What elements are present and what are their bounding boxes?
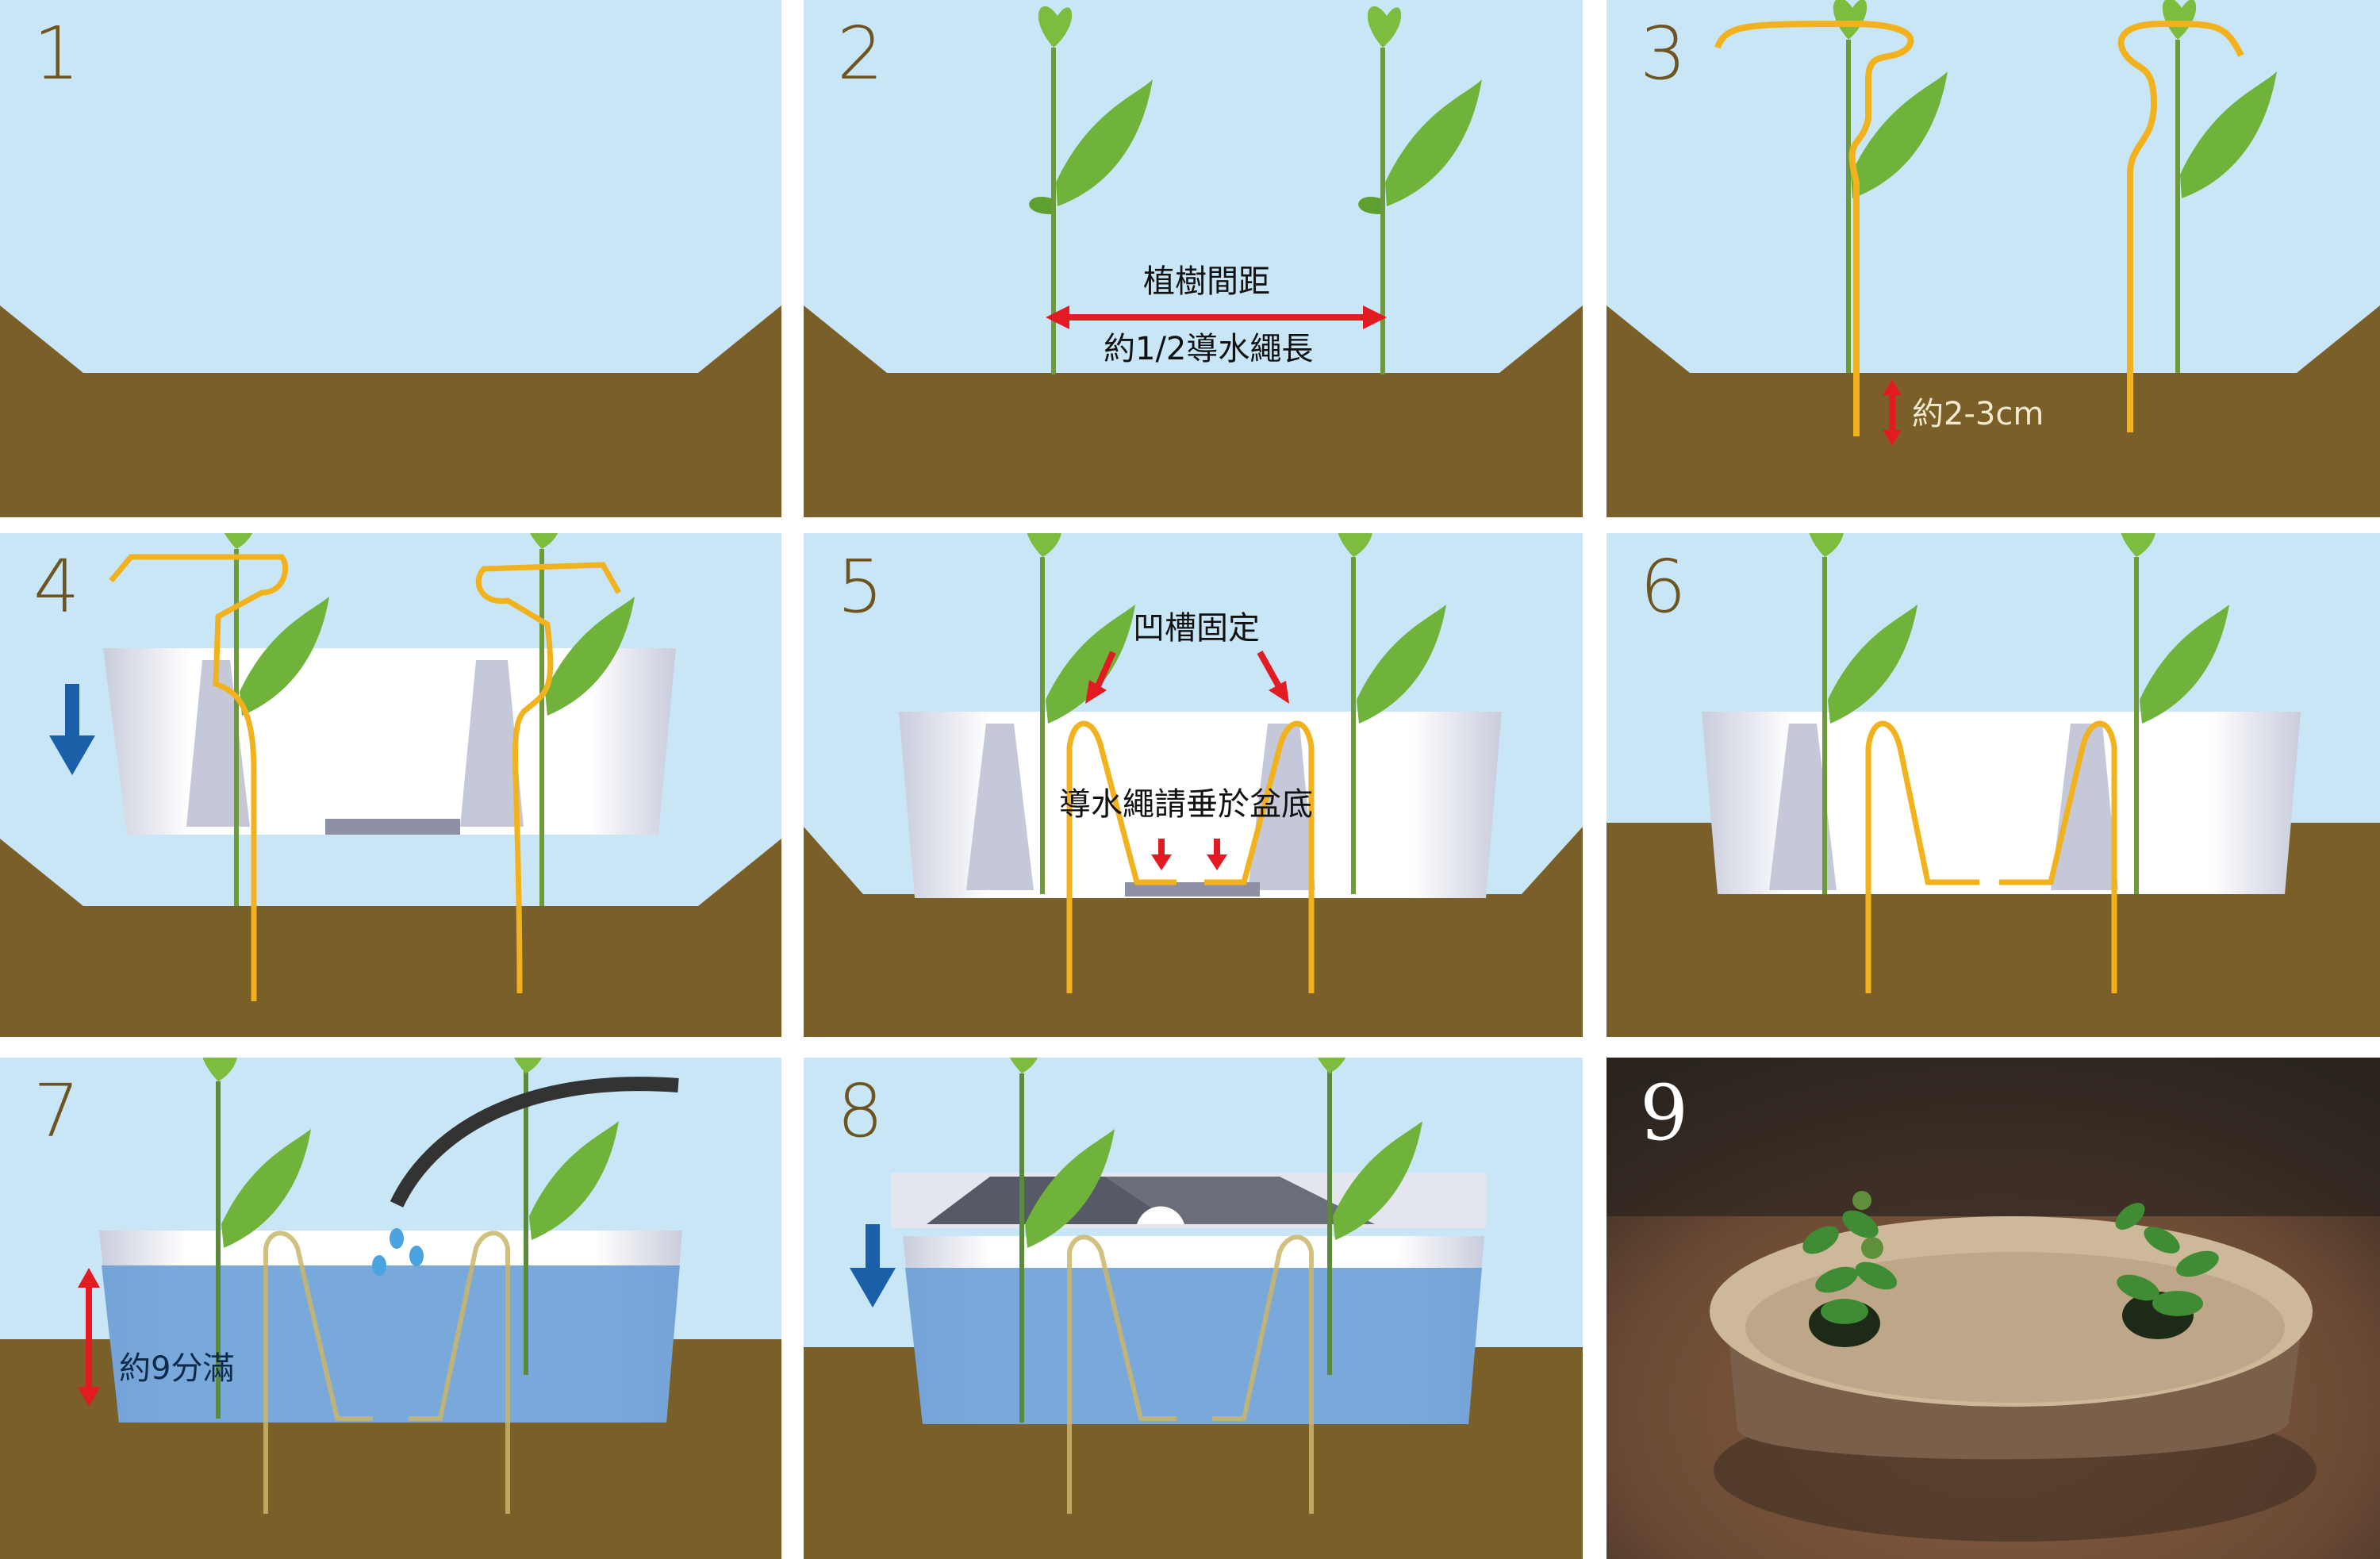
panel-step-5: 凹槽固定 導水繩請垂於盆底 5	[804, 533, 1583, 1037]
wick-rope	[1067, 1235, 1177, 1514]
seedling-icon	[1027, 533, 1135, 894]
seedling-icon	[1318, 1058, 1422, 1375]
seedling-icon	[1358, 6, 1482, 374]
step-number: 2	[837, 11, 884, 96]
wick-rope	[475, 562, 622, 994]
spacing-label: 植樹間距	[1143, 263, 1270, 300]
hose-icon	[390, 1077, 679, 1208]
seedling-icon	[225, 533, 329, 906]
down-arrow-icon	[49, 684, 95, 775]
step-number: 5	[837, 544, 884, 629]
pot-icon	[903, 1236, 1484, 1424]
seedling-icon	[202, 1058, 311, 1419]
wick-rope	[109, 554, 289, 1001]
depth-label: 約2-3cm	[1912, 396, 2044, 432]
seedling-icon	[514, 1058, 619, 1375]
panel-step-1: 1	[0, 0, 781, 517]
seedling-icon	[1809, 533, 1917, 894]
wick-rope	[1212, 1235, 1314, 1514]
seedling-icon	[1338, 533, 1446, 894]
double-arrow-icon	[1046, 305, 1387, 329]
seedling-icon	[2162, 0, 2277, 373]
wick-rope	[1204, 720, 1315, 993]
wick-rope	[1714, 20, 1914, 436]
wick-rope	[409, 1231, 510, 1514]
seedling-icon	[2121, 533, 2229, 894]
panel-step-4: 4	[0, 533, 781, 1037]
groove-fix-label: 凹槽固定	[1133, 610, 1260, 647]
seedling-icon	[1029, 6, 1153, 374]
soil-shape	[1606, 305, 2380, 517]
step-number: 4	[33, 544, 80, 629]
seedling-icon	[1010, 1058, 1115, 1423]
pot-icon	[99, 1231, 682, 1423]
down-arrow-icon	[850, 1224, 896, 1307]
water-drops-icon	[372, 1228, 424, 1276]
step-number: 1	[33, 11, 80, 96]
wick-rope	[1999, 720, 2117, 993]
double-arrow-icon	[78, 1268, 100, 1407]
panel-step-9-photo: 9	[1606, 1058, 2380, 1559]
seedling-icon	[530, 533, 635, 906]
down-arrow-icon	[1151, 839, 1227, 870]
wick-rope	[263, 1231, 373, 1514]
plant-icon	[1802, 1191, 1898, 1324]
soil-shape	[804, 305, 1583, 517]
panel-step-8: 8	[804, 1058, 1583, 1559]
red-arrow-icon	[1257, 651, 1289, 704]
seedling-icon	[1833, 0, 1948, 373]
plant-icon	[2115, 1203, 2219, 1316]
panel-step-2: 植樹間距 約1/2導水繩長 2	[804, 0, 1583, 517]
water-fill	[102, 1265, 680, 1423]
wick-rope	[2117, 20, 2244, 432]
hole-diagram	[0, 305, 781, 517]
step-number: 7	[33, 1069, 80, 1154]
wick-rope	[1066, 720, 1177, 993]
soil-shape	[0, 839, 781, 1037]
fill-level-label: 約9分滿	[119, 1350, 235, 1387]
rope-length-label: 約1/2導水繩長	[1104, 331, 1314, 367]
red-arrow-icon	[1085, 651, 1116, 704]
step-number: 9	[1640, 1069, 1689, 1158]
panel-step-6: 6	[1606, 533, 2380, 1037]
photo-completed-planting	[1606, 1058, 2380, 1559]
panel-step-7: 約9分滿 7	[0, 1058, 781, 1559]
wick-rope	[1865, 720, 1979, 993]
step-number: 8	[837, 1069, 884, 1154]
step-number: 3	[1640, 11, 1687, 96]
double-arrow-icon	[1883, 379, 1902, 446]
step-number: 6	[1640, 544, 1687, 629]
panel-step-3: 約2-3cm 3	[1606, 0, 2380, 517]
pot-icon	[1702, 712, 2301, 894]
soil-shape	[804, 827, 1583, 1037]
soil-shape	[0, 305, 781, 517]
rope-bottom-label: 導水繩請垂於盆底	[1059, 786, 1313, 823]
